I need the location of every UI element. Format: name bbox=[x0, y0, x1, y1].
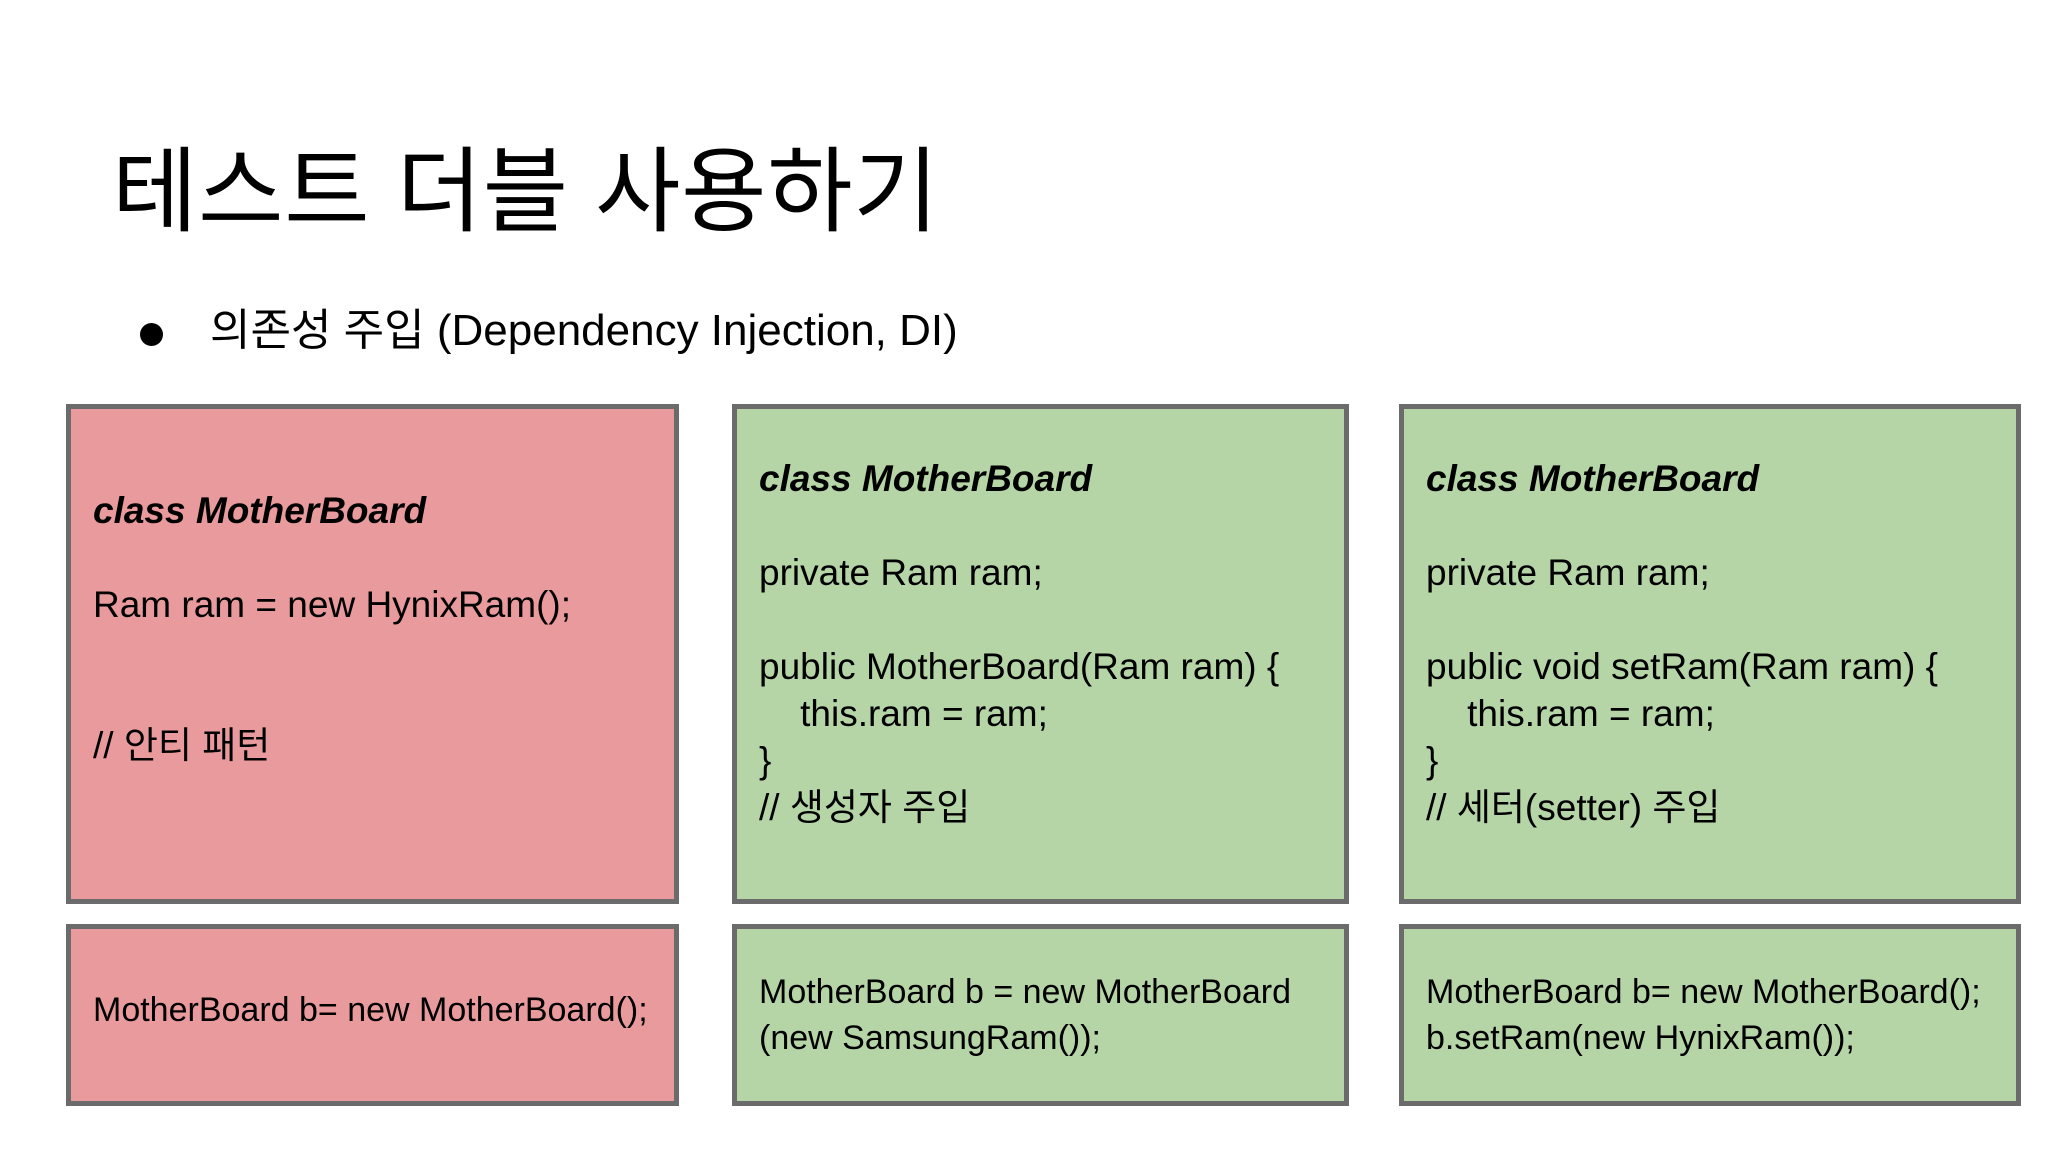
code-line-class-header: MotherBoard b = new MotherBoard bbox=[759, 973, 1292, 1011]
code-block-setter-injection: class MotherBoard private Ram ram; public … bbox=[1426, 455, 2002, 831]
code-line-blank bbox=[1426, 596, 2002, 643]
code-line: public MotherBoard(Ram ram) { bbox=[759, 646, 1280, 687]
code-line-blank bbox=[759, 502, 1330, 549]
bullet-item-label: 의존성 주입 (Dependency Injection, DI) bbox=[210, 306, 958, 355]
code-line: (new SamsungRam()); bbox=[759, 1019, 1101, 1057]
usage-card-anti-pattern: MotherBoard b= new MotherBoard(); bbox=[66, 924, 679, 1106]
code-line-blank bbox=[1426, 502, 2002, 549]
code-line: this.ram = ram; bbox=[1426, 693, 1715, 734]
usage-block-setter-injection: MotherBoard b= new MotherBoard(); b.setRa… bbox=[1426, 969, 2002, 1061]
code-block-constructor-injection: class MotherBoard private Ram ram; public … bbox=[759, 455, 1330, 831]
code-line: Ram ram = new HynixRam(); bbox=[93, 584, 572, 625]
usage-card-setter-injection: MotherBoard b= new MotherBoard(); b.setRa… bbox=[1399, 924, 2021, 1106]
code-line-class-header: class MotherBoard bbox=[759, 458, 1093, 499]
code-line-blank bbox=[93, 534, 660, 581]
code-line: b.setRam(new HynixRam()); bbox=[1426, 1019, 1855, 1057]
code-line: this.ram = ram; bbox=[759, 693, 1048, 734]
code-line: // 생성자 주입 bbox=[759, 787, 971, 828]
code-line: private Ram ram; bbox=[1426, 552, 1710, 593]
code-line-blank bbox=[93, 675, 660, 722]
code-card-setter-injection: class MotherBoard private Ram ram; public … bbox=[1399, 404, 2021, 904]
usage-block-anti-pattern: MotherBoard b= new MotherBoard(); bbox=[93, 987, 660, 1033]
bullet-point-icon bbox=[140, 323, 163, 346]
code-line: } bbox=[759, 740, 772, 781]
code-line-class-header: class MotherBoard bbox=[93, 490, 427, 531]
code-card-constructor-injection: class MotherBoard private Ram ram; public … bbox=[732, 404, 1349, 904]
usage-block-constructor-injection: MotherBoard b = new MotherBoard (new Sams… bbox=[759, 969, 1330, 1061]
bullet-list-item: 의존성 주입 (Dependency Injection, DI) bbox=[140, 302, 1840, 359]
code-line-class-header: class MotherBoard bbox=[1426, 458, 1760, 499]
code-line-blank bbox=[759, 596, 1330, 643]
code-line-class-header: MotherBoard b= new MotherBoard(); bbox=[93, 991, 648, 1029]
code-line: public void setRam(Ram ram) { bbox=[1426, 646, 1938, 687]
page-title: 테스트 더블 사용하기 bbox=[112, 140, 940, 245]
code-line: // 안티 패턴 bbox=[93, 725, 271, 766]
usage-card-constructor-injection: MotherBoard b = new MotherBoard (new Sams… bbox=[732, 924, 1349, 1106]
code-line: private Ram ram; bbox=[759, 552, 1043, 593]
code-line-class-header: MotherBoard b= new MotherBoard(); bbox=[1426, 973, 1981, 1011]
code-line-blank bbox=[93, 628, 660, 675]
code-line: // 세터(setter) 주입 bbox=[1426, 787, 1721, 828]
code-line: } bbox=[1426, 740, 1439, 781]
